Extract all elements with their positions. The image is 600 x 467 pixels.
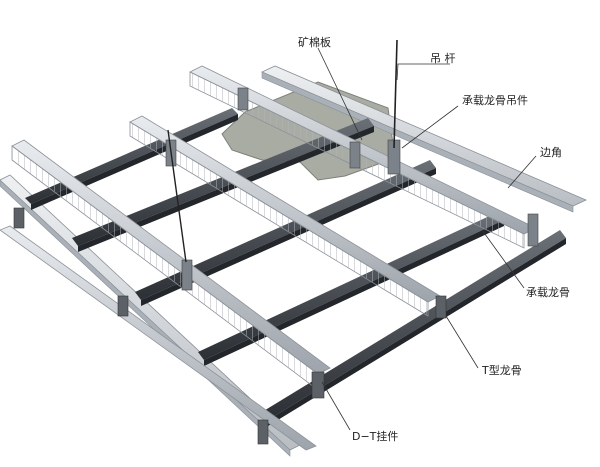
label-t-runner: T型龙骨 [481, 363, 522, 377]
main-runner-4 [0, 225, 317, 451]
label-main-runner: 承载龙骨 [526, 286, 570, 299]
t-runner-5 [262, 230, 566, 426]
label-mineral-wool-board: 矿棉板 [298, 35, 331, 49]
label-edge-angle: 边角 [540, 146, 562, 159]
t-runner-4 [198, 212, 504, 366]
label-main-runner-hanger: 承载龙骨吊件 [462, 94, 528, 107]
main-runner-3 [11, 139, 331, 391]
label-suspension-rod: 吊 杆 [430, 51, 456, 65]
leader-lines [317, 47, 537, 431]
label-dt-clip: D−T挂件 [352, 429, 398, 443]
suspension-rod [167, 39, 398, 263]
